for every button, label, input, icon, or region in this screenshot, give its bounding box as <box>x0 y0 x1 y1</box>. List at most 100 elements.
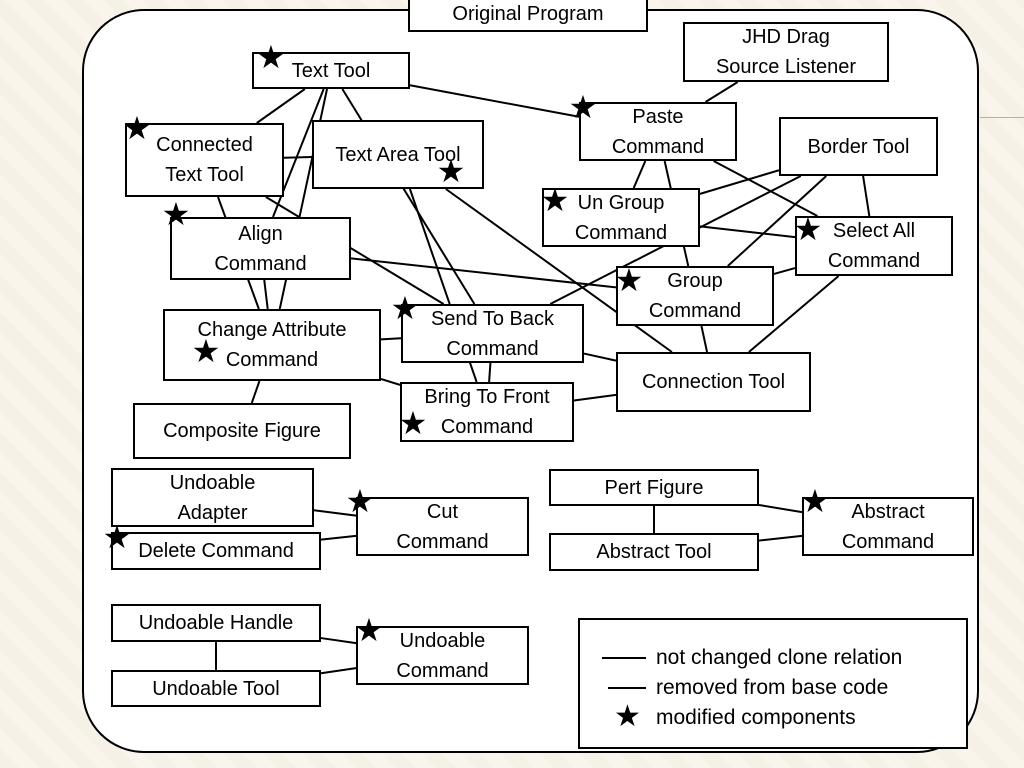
node-connection-tool: Connection Tool <box>616 352 811 412</box>
star-icon: ★ <box>256 38 286 76</box>
star-icon: ★ <box>614 261 644 299</box>
legend-line-removed <box>608 687 646 689</box>
node-undoable-handle: Undoable Handle <box>111 604 321 642</box>
node-label-line: Command <box>648 300 742 322</box>
node-label: Delete Command <box>138 536 294 566</box>
node-label-line: Adapter <box>177 501 248 524</box>
node-text-area-tool: Text Area Tool <box>312 120 484 189</box>
legend-label-not-changed: not changed clone relation <box>656 646 903 669</box>
node-label-line: Send To Back <box>430 307 555 330</box>
node-label-line: Connected <box>156 134 253 156</box>
legend-label-removed: removed from base code <box>656 676 889 699</box>
node-undoable-tool: Undoable Tool <box>111 670 321 707</box>
node-delete-command: Delete Command <box>111 532 321 570</box>
node-label-line: Cut <box>426 500 459 523</box>
node-label-line: Command <box>214 252 307 275</box>
title-box: Original Program <box>408 0 648 32</box>
relation-line <box>632 160 647 189</box>
relation-line <box>699 169 780 195</box>
star-icon: ★ <box>102 518 132 556</box>
relation-line <box>380 337 402 341</box>
node-label: Abstract Tool <box>596 537 711 567</box>
relation-line <box>320 534 357 541</box>
node-label-line: Text Tool <box>291 59 371 82</box>
node-label-line: Paste <box>632 105 684 128</box>
relation-line <box>250 380 261 404</box>
star-icon: ★ <box>122 109 152 147</box>
node-label-line: Delete Command <box>138 540 294 562</box>
star-icon: ★ <box>614 699 641 734</box>
star-icon: ★ <box>390 289 420 327</box>
node-label-line: Connection Tool <box>641 371 786 393</box>
node-composite-figure: Composite Figure <box>133 403 351 459</box>
star-icon: ★ <box>161 195 191 233</box>
relation-line <box>573 393 617 402</box>
relation-line <box>583 352 617 362</box>
node-label: Connection Tool <box>642 367 785 397</box>
node-label-line: Abstract <box>851 500 925 523</box>
node-label-line: Group <box>667 270 723 292</box>
node-label-line: Align <box>238 222 283 245</box>
relation-line <box>758 534 803 542</box>
node-label-line: Command <box>841 530 935 553</box>
relation-line <box>704 81 739 103</box>
accent-line <box>980 117 1024 118</box>
node-label-line: Command <box>225 349 319 371</box>
node-label: Text Tool <box>292 56 371 86</box>
node-label-line: JHD Drag <box>742 26 830 48</box>
relation-line <box>713 160 818 217</box>
node-label-line: Undoable <box>169 471 256 494</box>
node-pert-figure: Pert Figure <box>549 469 759 506</box>
relation-line <box>409 84 580 118</box>
node-text-tool: Text Tool <box>252 52 410 89</box>
relation-line <box>727 175 827 267</box>
node-label-line: Command <box>446 337 539 360</box>
node-label-line: Change Attribute <box>197 319 347 341</box>
star-icon: ★ <box>568 88 598 126</box>
star-icon: ★ <box>345 482 375 520</box>
relation-line <box>265 196 445 305</box>
relation-line <box>862 175 871 217</box>
node-label: Pert Figure <box>605 473 704 503</box>
node-label-line: Text Tool <box>165 164 244 186</box>
node-label-line: Text Area Tool <box>335 143 461 166</box>
node-label-line: Select All <box>832 220 916 242</box>
node-label-line: Un Group <box>577 191 665 214</box>
relation-line <box>320 637 357 645</box>
node-label-line: Undoable <box>399 629 486 652</box>
relation-line <box>263 279 269 310</box>
legend-row-modified: ★ modified components <box>580 699 966 734</box>
relation-line <box>350 257 617 289</box>
node-label-line: Bring To Front <box>424 386 550 408</box>
node-label-line: Command <box>611 135 705 158</box>
node-label-line: Undoable Handle <box>138 612 294 634</box>
star-icon: ★ <box>398 404 428 442</box>
relation-line <box>758 504 803 514</box>
relation-line <box>773 267 796 275</box>
node-label-line: Composite Figure <box>163 420 321 442</box>
relation-line <box>488 362 492 383</box>
star-icon: ★ <box>800 482 830 520</box>
relation-line <box>283 155 313 159</box>
relation-line <box>380 378 401 386</box>
star-icon: ★ <box>436 152 466 190</box>
